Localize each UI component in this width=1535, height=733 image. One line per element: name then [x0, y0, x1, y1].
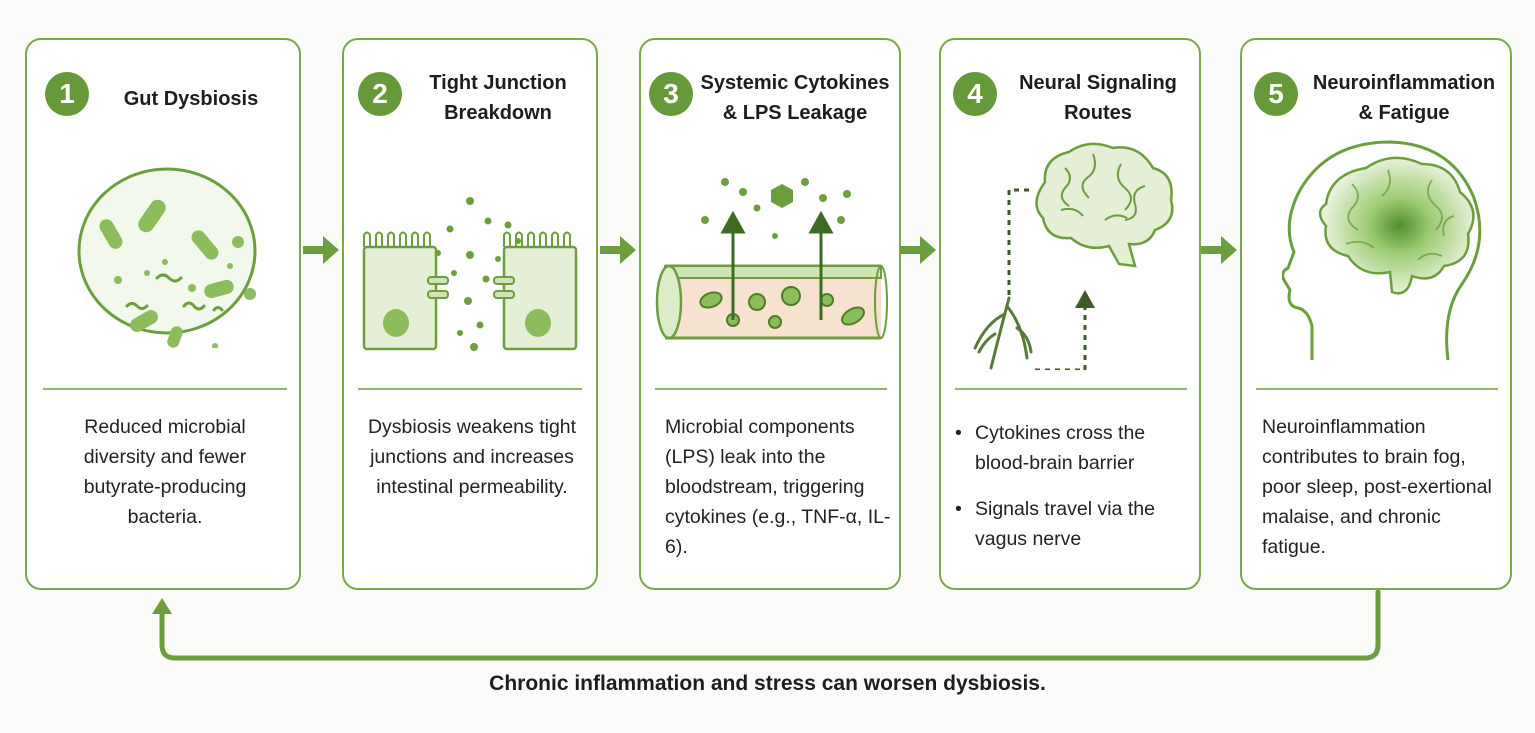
step-card-4: 4 Neural Signaling Routes Cytokines cros…	[939, 38, 1201, 590]
section-divider	[1256, 388, 1498, 390]
section-divider	[358, 388, 582, 390]
step-card-3: 3 Systemic Cytokines & LPS Leakage Micro…	[639, 38, 901, 590]
step-number-badge: 5	[1254, 72, 1298, 116]
flow-arrow-icon	[900, 236, 936, 264]
flow-arrow-icon	[1201, 236, 1237, 264]
step-number-badge: 4	[953, 72, 997, 116]
step-description: Dysbiosis weakens tight junctions and in…	[367, 416, 577, 498]
list-item: Signals travel via the vagus nerve	[955, 494, 1191, 554]
section-divider	[955, 388, 1187, 390]
section-divider	[43, 388, 287, 390]
step-bullets: Cytokines cross the blood-brain barrier …	[955, 418, 1191, 570]
step-card-5: 5 Neuroinflammation & Fatigue Neuroinfla…	[1240, 38, 1512, 590]
step-title: Neural Signaling Routes	[1019, 72, 1177, 124]
step-card-1: 1 Gut Dysbiosis Reduced microbial divers…	[25, 38, 301, 590]
step-title: Gut Dysbiosis	[123, 88, 259, 110]
bacteria-petri-dish-icon	[77, 167, 257, 348]
step-number-badge: 2	[358, 72, 402, 116]
flow-arrow-icon	[303, 236, 339, 264]
step-title: Systemic Cytokines & LPS Leakage	[700, 72, 890, 124]
step-description: Reduced microbial diversity and fewer bu…	[83, 416, 247, 528]
step-card-2: 2 Tight Junction Breakdown Dysbiosis wea…	[342, 38, 598, 590]
step-title: Neuroinflammation & Fatigue	[1312, 72, 1496, 124]
intestinal-cells-icon	[362, 197, 578, 351]
flow-arrow-icon	[600, 236, 636, 264]
brain-nerve-icon	[973, 142, 1174, 370]
step-number-badge: 3	[649, 72, 693, 116]
feedback-caption: Chronic inflammation and stress can wors…	[489, 672, 1046, 695]
blood-vessel-icon	[655, 178, 888, 340]
step-number-badge: 1	[45, 72, 89, 116]
head-brain-icon	[1282, 140, 1482, 361]
section-divider	[655, 388, 887, 390]
step-title: Tight Junction Breakdown	[429, 72, 567, 124]
step-description: Neuroinflammation contributes to brain f…	[1262, 416, 1492, 558]
list-item: Cytokines cross the blood-brain barrier	[955, 418, 1191, 478]
step-description: Microbial components (LPS) leak into the…	[665, 416, 891, 558]
